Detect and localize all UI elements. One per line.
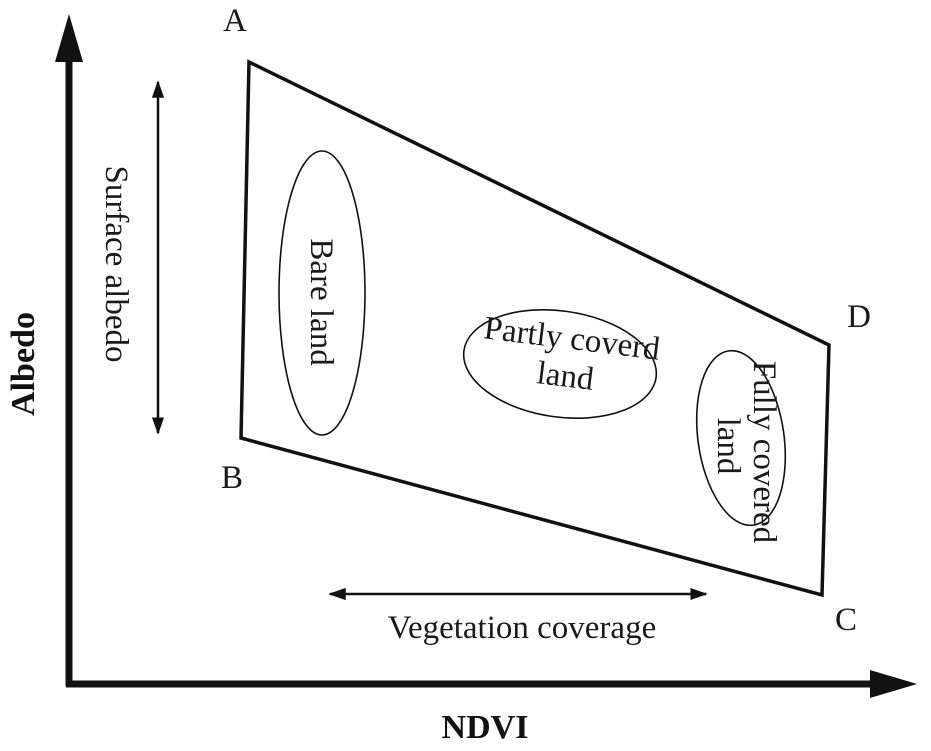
partly-covered-ellipse [462,309,658,419]
feature-space-trapezoid [239,59,831,598]
partly-covered-label: Partly coverd land [482,310,662,398]
fully-covered-ellipse [695,349,787,527]
vertex-label-d: D [847,299,871,335]
y-axis [55,14,83,686]
y-axis-title: Albedo [5,312,42,416]
x-axis [66,670,917,698]
vertex-label-b: B [221,460,243,496]
y-axis-arrowhead [55,14,83,62]
x-axis-arrowhead [870,670,917,698]
vertex-label-a: A [223,3,247,39]
vertex-label-c: C [835,602,857,638]
bare-land-label: Bare land [303,238,339,366]
bare-land-ellipse [278,150,366,436]
vegetation-coverage-label: Vegetation coverage [388,610,656,646]
fully-covered-label-line2: land [710,418,746,475]
x-axis-title: NDVI [442,709,529,746]
surface-albedo-label: Surface albedo [98,166,134,363]
fully-covered-label-line1: Fully covered [746,361,782,544]
partly-covered-label-line2: land [535,355,596,398]
